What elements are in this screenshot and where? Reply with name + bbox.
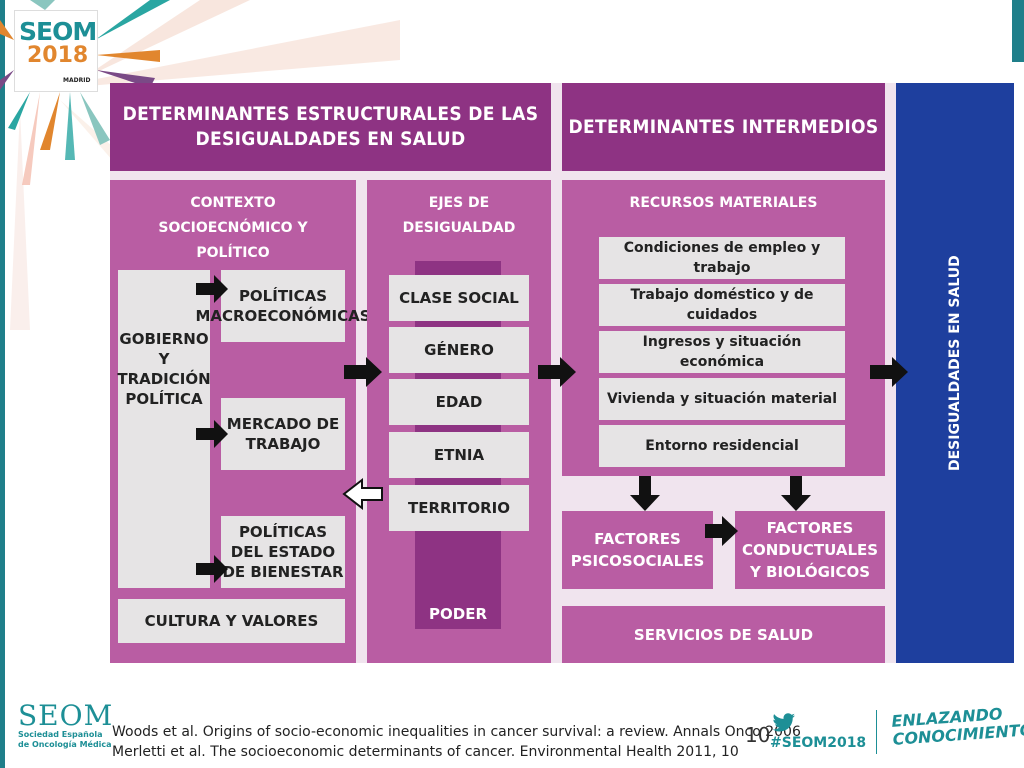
resource-item-housing: Vivienda y situación material bbox=[599, 378, 845, 420]
logo-year-text: 2018 bbox=[27, 43, 89, 68]
arrow-down-psychosocial bbox=[630, 476, 660, 511]
arrow-to-welfare bbox=[196, 555, 228, 583]
seom-2018-logo: SEOM 2018 MADRID bbox=[14, 10, 98, 92]
context-panel-title: CONTEXTO SOCIOECNÓMICO Y POLÍTICO bbox=[158, 195, 308, 261]
axis-item-ethnicity: ETNIA bbox=[389, 432, 529, 478]
footer-divider bbox=[876, 710, 877, 754]
resource-item-income: Ingresos y situación económica bbox=[599, 331, 845, 373]
footer-org-sub-1: Sociedad Española bbox=[18, 730, 103, 739]
footer-org-name: SEOM bbox=[18, 699, 114, 732]
intermediate-header: DETERMINANTES INTERMEDIOS bbox=[562, 83, 885, 171]
health-determinants-diagram: DETERMINANTES ESTRUCTURALES DE LAS DESIG… bbox=[110, 83, 1014, 663]
arrow-down-behavioral bbox=[781, 476, 811, 511]
footer-seom-logo: SEOM Sociedad Española de Oncología Médi… bbox=[18, 702, 113, 750]
axis-item-gender: GÉNERO bbox=[389, 327, 529, 373]
reference-2: Merletti et al. The socioeconomic determ… bbox=[112, 744, 739, 760]
reference-1: Woods et al. Origins of socio-economic i… bbox=[112, 724, 801, 740]
logo-city-text: MADRID bbox=[63, 77, 91, 84]
power-label: PODER bbox=[429, 605, 487, 623]
axis-item-age: EDAD bbox=[389, 379, 529, 425]
arrow-axes-feedback bbox=[342, 477, 383, 511]
axis-item-territory: TERRITORIO bbox=[389, 485, 529, 531]
diagram-arrows bbox=[196, 275, 908, 583]
left-accent-bar bbox=[0, 0, 5, 768]
axes-panel-title: EJES DE DESIGUALDAD bbox=[402, 195, 516, 236]
structural-header: DETERMINANTES ESTRUCTURALES DE LAS DESIG… bbox=[110, 83, 551, 171]
arrow-resources-to-outcome bbox=[870, 357, 908, 387]
footer-org-sub-2: de Oncología Médica bbox=[18, 740, 112, 749]
resource-item-domestic-work: Trabajo doméstico y de cuidados bbox=[599, 284, 845, 326]
event-hashtag: #SEOM2018 bbox=[770, 735, 867, 751]
health-services-box: SERVICIOS DE SALUD bbox=[562, 606, 885, 663]
axis-item-social-class: CLASE SOCIAL bbox=[389, 275, 529, 321]
right-accent-bar bbox=[1012, 0, 1024, 62]
policy-box-macroeconomic: POLÍTICAS MACROECONÓMICAS bbox=[195, 270, 371, 342]
resource-item-environment: Entorno residencial bbox=[599, 425, 845, 467]
arrow-to-labor bbox=[196, 420, 228, 448]
arrow-context-to-axes bbox=[344, 357, 382, 387]
twitter-icon bbox=[772, 713, 795, 732]
arrow-to-macro bbox=[196, 275, 228, 303]
policy-box-welfare: POLÍTICAS DEL ESTADO DE BIENESTAR bbox=[221, 516, 345, 588]
page-number: 10 bbox=[745, 723, 771, 747]
behavioral-box: FACTORES CONDUCTUALES Y BIOLÓGICOS bbox=[735, 511, 885, 589]
arrow-axes-to-resources bbox=[538, 357, 576, 387]
psychosocial-box: FACTORES PSICOSOCIALES bbox=[562, 511, 713, 589]
resources-panel-title: RECURSOS MATERIALES bbox=[629, 195, 818, 211]
government-box: GOBIERNO Y TRADICIÓN POLÍTICA bbox=[117, 270, 211, 588]
culture-box: CULTURA Y VALORES bbox=[118, 599, 345, 643]
outcome-column bbox=[896, 83, 1014, 663]
arrow-psycho-to-behavioral bbox=[705, 516, 738, 546]
slogan: ENLAZANDO CONOCIMIENTO bbox=[891, 703, 1024, 749]
resource-item-employment: Condiciones de empleo y trabajo bbox=[599, 237, 845, 279]
logo-seom-text: SEOM bbox=[19, 17, 97, 46]
policy-box-labor-market: MERCADO DE TRABAJO bbox=[221, 398, 345, 470]
